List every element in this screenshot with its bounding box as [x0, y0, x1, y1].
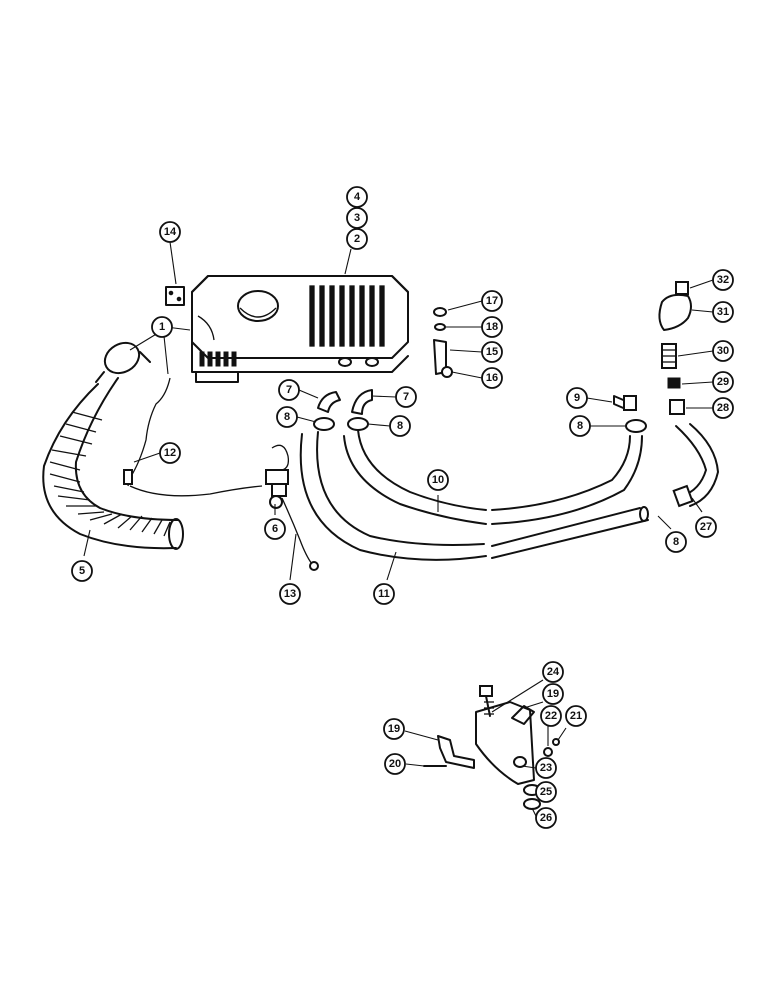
connector-stack [658, 281, 719, 508]
svg-text:19: 19 [388, 723, 400, 735]
callout-19-right: 19 [542, 683, 564, 705]
callout-11: 11 [373, 583, 395, 605]
svg-text:6: 6 [272, 523, 278, 535]
callout-23: 23 [535, 757, 557, 779]
fittings-group [433, 307, 453, 378]
heater-hoses [299, 429, 649, 561]
callout-10: 10 [427, 469, 449, 491]
callout-16: 16 [481, 367, 503, 389]
svg-text:29: 29 [717, 376, 729, 388]
callout-8-a: 8 [276, 406, 298, 428]
svg-text:27: 27 [700, 521, 712, 533]
svg-text:8: 8 [397, 420, 403, 432]
svg-text:3: 3 [354, 212, 360, 224]
svg-text:17: 17 [486, 295, 498, 307]
svg-text:18: 18 [486, 321, 498, 333]
callout-21: 21 [565, 705, 587, 727]
svg-text:8: 8 [284, 411, 290, 423]
svg-text:26: 26 [540, 812, 552, 824]
svg-text:10: 10 [432, 474, 444, 486]
svg-text:19: 19 [547, 688, 559, 700]
callout-8-c: 8 [569, 415, 591, 437]
callout-7-right: 7 [395, 386, 417, 408]
callout-12: 12 [159, 442, 181, 464]
svg-text:30: 30 [717, 345, 729, 357]
callout-19-left: 19 [383, 718, 405, 740]
svg-text:28: 28 [717, 402, 729, 414]
callout-8-d: 8 [665, 531, 687, 553]
callout-20: 20 [384, 753, 406, 775]
switch-6 [265, 444, 319, 571]
callout-32: 32 [712, 269, 734, 291]
callout-13: 13 [279, 583, 301, 605]
svg-text:4: 4 [354, 191, 361, 203]
callout-27: 27 [695, 516, 717, 538]
callout-7-left: 7 [278, 379, 300, 401]
callout-17: 17 [481, 290, 503, 312]
svg-text:23: 23 [540, 762, 552, 774]
callout-1: 1 [151, 316, 173, 338]
mounting-bracket-14 [165, 286, 185, 306]
svg-text:25: 25 [540, 786, 552, 798]
svg-text:22: 22 [545, 710, 557, 722]
callout-6: 6 [264, 518, 286, 540]
leader-lines [83, 241, 714, 817]
svg-text:8: 8 [577, 420, 583, 432]
callout-8-b: 8 [389, 415, 411, 437]
svg-text:31: 31 [717, 306, 729, 318]
callout-5: 5 [71, 560, 93, 582]
svg-text:7: 7 [403, 391, 409, 403]
svg-text:2: 2 [354, 233, 360, 245]
svg-text:8: 8 [673, 536, 679, 548]
callout-22: 22 [540, 705, 562, 727]
callout-2: 2 [346, 228, 368, 250]
callout-25: 25 [535, 781, 557, 803]
svg-text:9: 9 [574, 392, 580, 404]
svg-text:20: 20 [389, 758, 401, 770]
heater-unit [191, 275, 409, 383]
callout-26: 26 [535, 807, 557, 829]
hose-elbows [313, 389, 373, 431]
svg-text:12: 12 [164, 447, 176, 459]
svg-text:1: 1 [159, 321, 165, 333]
svg-text:11: 11 [378, 588, 390, 600]
svg-text:21: 21 [570, 710, 582, 722]
svg-text:14: 14 [164, 226, 177, 238]
callout-15: 15 [481, 341, 503, 363]
svg-text:15: 15 [486, 346, 498, 358]
callout-24: 24 [542, 661, 564, 683]
svg-text:16: 16 [486, 372, 498, 384]
callout-18: 18 [481, 316, 503, 338]
callout-28: 28 [712, 397, 734, 419]
callout-9: 9 [566, 387, 588, 409]
svg-text:7: 7 [286, 384, 292, 396]
valve-9 [613, 395, 647, 433]
callout-30: 30 [712, 340, 734, 362]
svg-text:32: 32 [717, 274, 729, 286]
callout-4: 4 [346, 186, 368, 208]
callout-29: 29 [712, 371, 734, 393]
callout-31: 31 [712, 301, 734, 323]
svg-text:24: 24 [547, 666, 560, 678]
callout-3: 3 [346, 207, 368, 229]
callout-14: 14 [159, 221, 181, 243]
svg-text:5: 5 [79, 565, 85, 577]
svg-text:13: 13 [284, 588, 296, 600]
flexible-duct [42, 341, 184, 550]
wire-harness [123, 377, 263, 497]
